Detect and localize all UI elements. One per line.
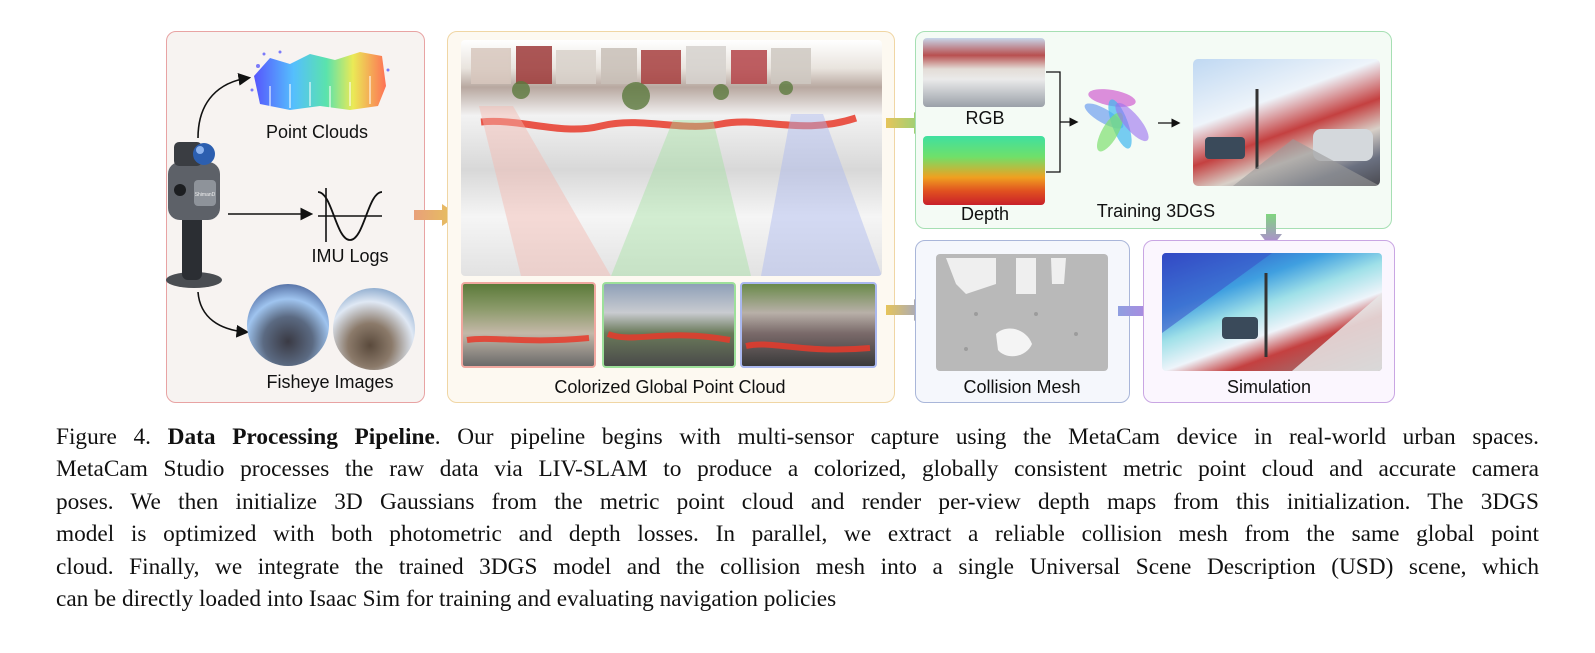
- pipeline-figure: Point Clouds ShimanD: [0, 0, 1595, 410]
- depth-label: Depth: [950, 204, 1020, 225]
- fisheye-image-left: [247, 284, 329, 366]
- caption-title: Data Processing Pipeline: [168, 424, 435, 450]
- collision-mesh-image: [936, 254, 1108, 371]
- rendered-3dgs-image: [1193, 59, 1380, 186]
- depth-image: [923, 136, 1045, 205]
- collision-mesh-label: Collision Mesh: [940, 377, 1104, 398]
- caption-line: Figure 4. Data Processing Pipeline. Our …: [56, 421, 1539, 453]
- training-3dgs-label: Training 3DGS: [1076, 201, 1236, 222]
- fisheye-image-right: [333, 288, 415, 370]
- gaussians-icon: [1080, 84, 1156, 158]
- rgb-label: RGB: [950, 108, 1020, 129]
- simulation-label: Simulation: [1200, 377, 1338, 398]
- simulation-image: [1162, 253, 1382, 371]
- view-thumbnail-blue: [740, 282, 877, 368]
- imu-logs-label: IMU Logs: [300, 246, 400, 267]
- rgb-image: [923, 38, 1045, 107]
- training-output-arrow: [1156, 116, 1184, 130]
- figure-caption: Figure 4. Data Processing Pipeline. Our …: [56, 421, 1539, 615]
- capture-arrows: [190, 60, 260, 340]
- point-clouds-image: [250, 46, 390, 118]
- imu-arrow: [226, 206, 316, 222]
- view-thumbnail-green: [602, 282, 736, 368]
- caption-line: MetaCam Studio processes the raw data vi…: [56, 453, 1539, 485]
- caption-line: poses. We then initialize 3D Gaussians f…: [56, 486, 1539, 518]
- global-point-cloud-image: [461, 40, 882, 276]
- point-clouds-label: Point Clouds: [254, 122, 380, 143]
- global-point-cloud-label: Colorized Global Point Cloud: [520, 377, 820, 398]
- caption-line: model is optimized with both photometric…: [56, 518, 1539, 550]
- view-thumbnail-red: [461, 282, 596, 368]
- bracket-arrow: [1044, 70, 1080, 174]
- caption-line: cloud. Finally, we integrate the trained…: [56, 551, 1539, 583]
- caption-line: can be directly loaded into Isaac Sim fo…: [56, 583, 1539, 615]
- fisheye-images-label: Fisheye Images: [250, 372, 410, 393]
- imu-wave-icon: [316, 186, 384, 244]
